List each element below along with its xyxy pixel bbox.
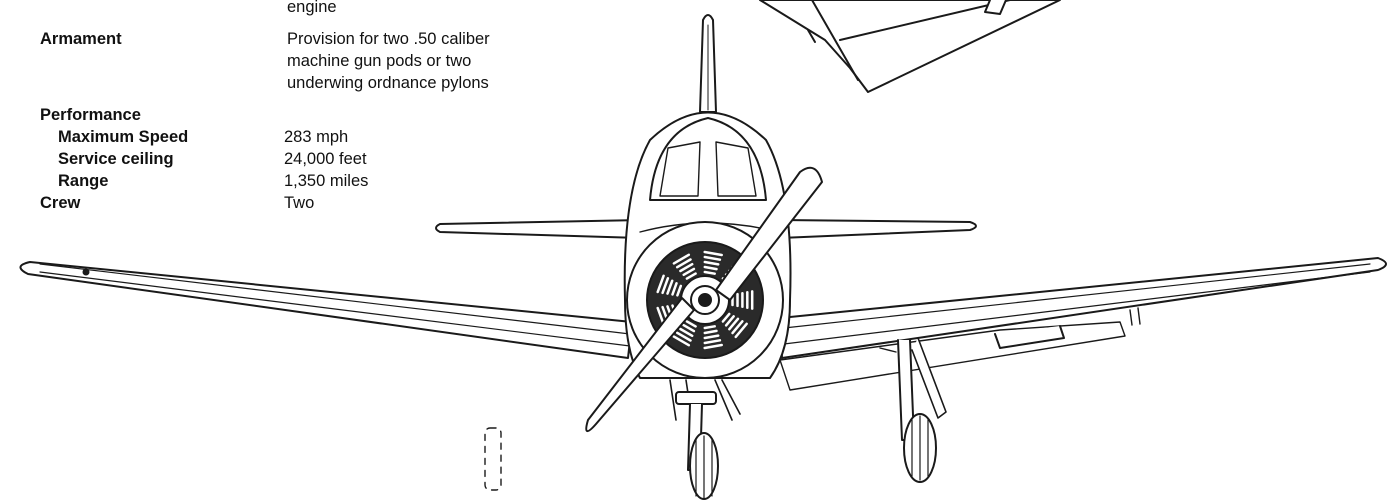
cylinder-fin bbox=[658, 308, 664, 324]
cylinder-fin bbox=[705, 331, 717, 333]
crew-value: Two bbox=[284, 194, 315, 212]
cylinder-fin bbox=[705, 340, 720, 343]
crew-label: Crew bbox=[40, 194, 81, 212]
cylinder-fin bbox=[684, 325, 694, 331]
performance-label: Performance bbox=[40, 106, 141, 124]
service-ceiling-value: 24,000 feet bbox=[284, 150, 367, 168]
cylinder-fin bbox=[673, 283, 677, 294]
max-speed-label: Maximum Speed bbox=[58, 128, 189, 146]
cylinder-fin bbox=[684, 269, 694, 275]
cylinder-fin bbox=[705, 272, 715, 274]
wing-fragment-top-right bbox=[760, 0, 1060, 92]
cylinder-fin bbox=[705, 345, 722, 348]
cylinder-fin bbox=[723, 314, 729, 322]
range-label: Range bbox=[58, 172, 109, 190]
cylinder-fin bbox=[680, 264, 692, 271]
cylinder-fin bbox=[658, 276, 664, 292]
cylinder-fin bbox=[726, 316, 734, 325]
service-ceiling-label: Service ceiling bbox=[58, 150, 174, 168]
cylinder-fin bbox=[674, 255, 689, 264]
specification-panel: engine Armament Provision for two .50 ca… bbox=[0, 0, 600, 250]
cylinder-fin bbox=[668, 281, 673, 294]
armament-line-3: underwing ordnance pylons bbox=[287, 74, 489, 92]
cylinder-fin bbox=[674, 337, 689, 346]
cylinder-fin bbox=[705, 267, 717, 269]
range-value: 1,350 miles bbox=[284, 172, 369, 190]
cylinder-fin bbox=[677, 333, 690, 341]
tail-fin-icon bbox=[700, 15, 716, 112]
cylinder-fin bbox=[705, 262, 718, 264]
cylinder-fin bbox=[663, 278, 668, 293]
cylinder-fin bbox=[729, 319, 738, 329]
left-wing bbox=[20, 262, 632, 358]
max-speed-value: 283 mph bbox=[284, 128, 349, 146]
cylinder-fin bbox=[687, 274, 696, 279]
cylinder-fin bbox=[733, 321, 743, 333]
right-wing bbox=[780, 258, 1386, 390]
engine-text-fragment: engine bbox=[287, 0, 337, 16]
propeller-icon bbox=[586, 168, 822, 431]
cylinder-fin bbox=[677, 260, 690, 268]
cylinder-fin bbox=[736, 324, 747, 337]
armament-line-1: Provision for two .50 caliber bbox=[287, 30, 490, 48]
right-landing-gear bbox=[880, 338, 946, 482]
armament-line-2: machine gun pods or two bbox=[287, 52, 472, 70]
cylinder-fin bbox=[705, 257, 720, 260]
cylinder-fin bbox=[680, 329, 692, 336]
center-gear-strut bbox=[670, 380, 716, 420]
cylinder-fin bbox=[677, 286, 680, 295]
dashed-marker bbox=[485, 428, 501, 490]
cylinder-fin bbox=[705, 336, 718, 338]
cylinder-fin bbox=[705, 326, 715, 328]
armament-label: Armament bbox=[40, 30, 122, 48]
cylinder-fin bbox=[687, 321, 696, 326]
landing-gear-icon bbox=[688, 380, 740, 499]
horizontal-stabilizer bbox=[436, 220, 976, 238]
cylinder-fin bbox=[705, 252, 722, 255]
